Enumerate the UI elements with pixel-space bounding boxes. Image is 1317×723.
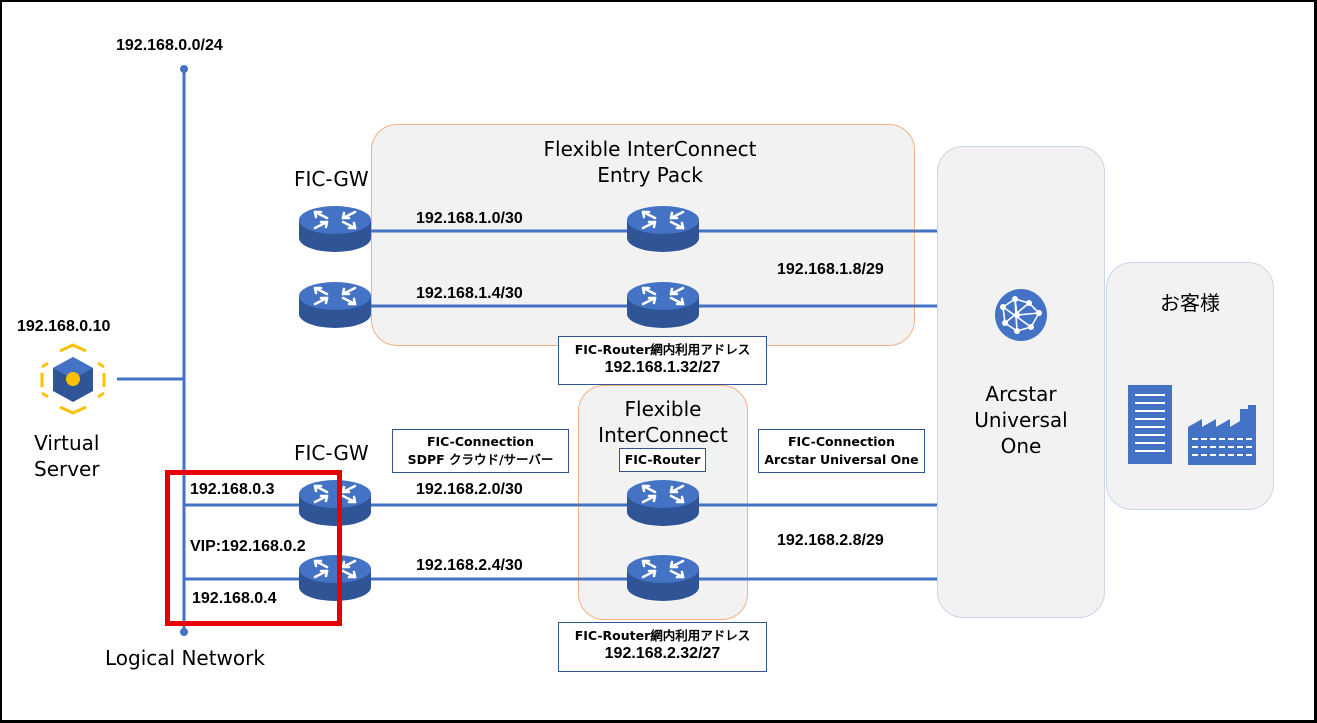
logical-network-label: Logical Network xyxy=(105,646,265,670)
fic-connection-sdpf-box: FIC-Connection SDPF クラウド/サーバー xyxy=(392,429,569,473)
customer-label: お客様 xyxy=(1160,291,1220,315)
globe-network-icon xyxy=(995,289,1047,341)
fic-router-label: FIC-Router xyxy=(624,452,701,467)
fic-router-label-box: FIC-Router xyxy=(619,448,706,472)
fic-router-icon xyxy=(625,280,701,330)
fic-router-internal-title: FIC-Router網内利用アドレス xyxy=(574,628,751,643)
gw2-ip-label: 192.168.0.4 xyxy=(192,590,277,607)
arcstar-label: Arcstar Universal One xyxy=(974,382,1068,458)
entry-link2-label: 192.168.1.4/30 xyxy=(416,285,523,302)
fic-router-icon xyxy=(625,553,701,603)
server-ip-label: 192.168.0.10 xyxy=(17,318,111,335)
fic-gw-label-bottom: FIC-GW xyxy=(294,441,369,465)
virtual-server-icon xyxy=(40,343,106,415)
fic-link1-label: 192.168.2.0/30 xyxy=(416,481,523,498)
conn-left-line2: SDPF クラウド/サーバー xyxy=(407,452,554,467)
fic-router-icon xyxy=(625,204,701,254)
network-bottom-dot xyxy=(180,628,188,636)
fic-title: Flexible InterConnect xyxy=(598,397,728,447)
fic-entry-pack-title: Flexible InterConnect Entry Pack xyxy=(543,137,757,187)
entry-link1-label: 192.168.1.0/30 xyxy=(416,210,523,227)
conn-right-line2: Arcstar Universal One xyxy=(764,452,919,467)
gw1-ip-label: 192.168.0.3 xyxy=(190,481,275,498)
fic-router-internal-box: FIC-Router網内利用アドレス 192.168.2.32/27 xyxy=(558,622,767,672)
office-building-icon xyxy=(1128,385,1172,464)
entry-router-internal-addr: 192.168.1.32/27 xyxy=(604,359,721,376)
fic-router-icon xyxy=(625,478,701,528)
fic-gw-router-icon xyxy=(297,204,373,254)
conn-right-line1: FIC-Connection xyxy=(787,434,896,449)
conn-left-line1: FIC-Connection xyxy=(426,434,535,449)
virtual-server-label: Virtual Server xyxy=(34,431,100,481)
fic-router-internal-addr: 192.168.2.32/27 xyxy=(604,645,721,662)
entry-aruo-net-label: 192.168.1.8/29 xyxy=(777,261,884,278)
redundant-gw-highlight xyxy=(165,470,342,626)
fic-aruo-net-label: 192.168.2.8/29 xyxy=(777,532,884,549)
fic-gw-router-icon xyxy=(297,280,373,330)
fic-connection-aruo-box: FIC-Connection Arcstar Universal One xyxy=(758,429,925,473)
fic-gw-label-top: FIC-GW xyxy=(294,167,369,191)
entry-router-internal-title: FIC-Router網内利用アドレス xyxy=(574,342,751,357)
factory-icon xyxy=(1188,405,1256,465)
arcstar-universal-one-box xyxy=(937,146,1105,618)
vip-label: VIP:192.168.0.2 xyxy=(190,538,306,555)
top-network-label: 192.168.0.0/24 xyxy=(116,37,223,54)
network-top-dot xyxy=(180,65,188,73)
entry-router-internal-box: FIC-Router網内利用アドレス 192.168.1.32/27 xyxy=(558,336,767,385)
fic-link2-label: 192.168.2.4/30 xyxy=(416,557,523,574)
